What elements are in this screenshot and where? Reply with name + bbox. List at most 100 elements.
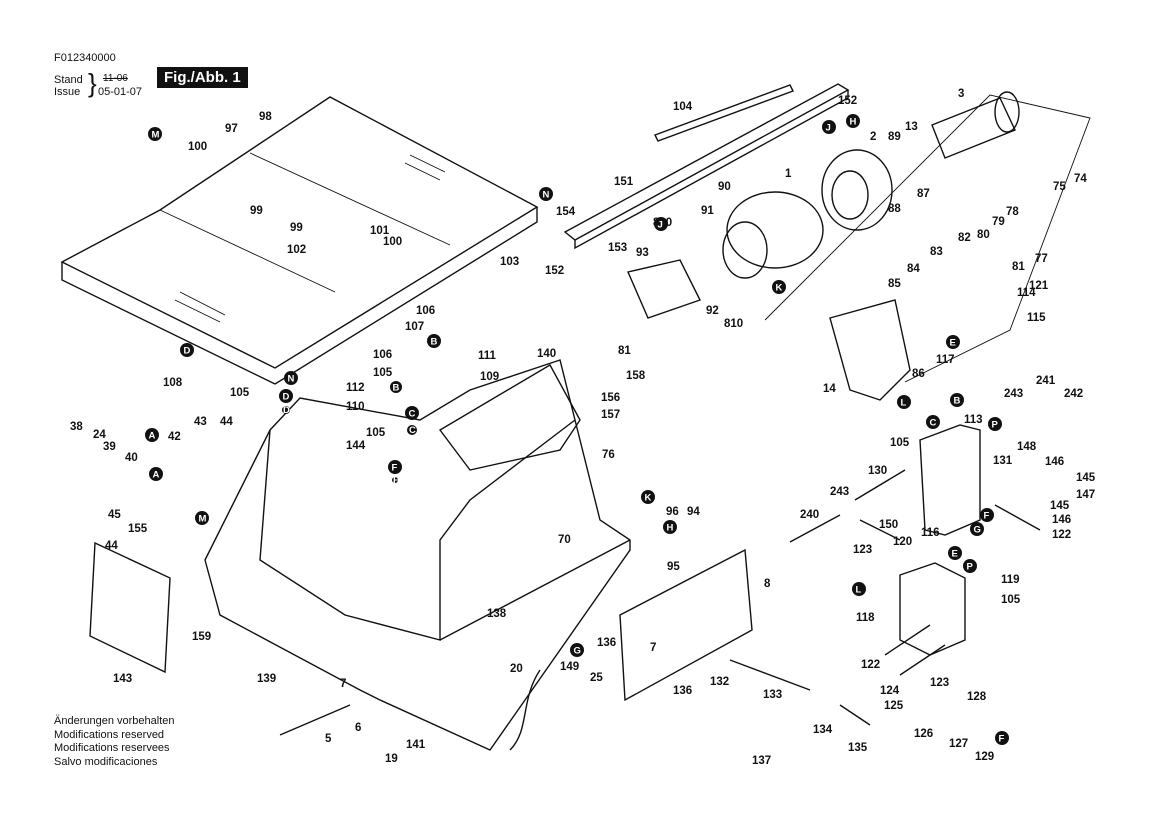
svg-text:122: 122 bbox=[861, 659, 880, 671]
svg-text:92: 92 bbox=[706, 305, 719, 317]
svg-text:123: 123 bbox=[930, 677, 949, 689]
svg-text:105: 105 bbox=[890, 437, 910, 449]
svg-text:116: 116 bbox=[921, 527, 940, 539]
svg-text:105: 105 bbox=[230, 387, 250, 399]
svg-text:104: 104 bbox=[673, 101, 693, 113]
svg-text:109: 109 bbox=[480, 371, 499, 383]
svg-text:97: 97 bbox=[225, 123, 238, 135]
marker-f-icon: F bbox=[995, 731, 1009, 745]
base-housing bbox=[204, 359, 631, 751]
document-number: F012340000 bbox=[54, 52, 116, 64]
svg-text:B: B bbox=[954, 396, 961, 407]
marker-c-icon: C bbox=[926, 415, 940, 429]
svg-text:3: 3 bbox=[958, 88, 964, 100]
svg-text:85: 85 bbox=[888, 278, 901, 290]
svg-text:114: 114 bbox=[1017, 287, 1036, 299]
svg-text:74: 74 bbox=[1074, 173, 1087, 185]
svg-text:F: F bbox=[984, 511, 990, 522]
side-panel-sticker bbox=[89, 541, 171, 674]
svg-text:D: D bbox=[283, 392, 290, 403]
svg-text:141: 141 bbox=[406, 739, 426, 751]
brace-icon: } bbox=[88, 68, 97, 98]
svg-text:126: 126 bbox=[914, 728, 933, 740]
figure-label: Fig./Abb. 1 bbox=[157, 67, 248, 88]
svg-text:150: 150 bbox=[879, 519, 898, 531]
svg-text:45: 45 bbox=[108, 509, 121, 521]
svg-text:86: 86 bbox=[912, 368, 925, 380]
svg-text:99: 99 bbox=[250, 205, 263, 217]
svg-text:103: 103 bbox=[500, 256, 519, 268]
svg-text:125: 125 bbox=[884, 700, 904, 712]
svg-text:B: B bbox=[431, 337, 438, 348]
svg-text:24: 24 bbox=[93, 429, 106, 441]
svg-text:127: 127 bbox=[949, 738, 968, 750]
svg-text:95: 95 bbox=[667, 561, 680, 573]
marker-j-icon: J bbox=[822, 120, 836, 134]
blade-guard bbox=[438, 364, 581, 471]
power-cord bbox=[279, 704, 351, 736]
svg-text:77: 77 bbox=[1035, 253, 1048, 265]
field-coil bbox=[821, 149, 893, 231]
svg-text:D: D bbox=[283, 405, 290, 416]
svg-text:82: 82 bbox=[958, 232, 971, 244]
motor-housing bbox=[726, 191, 824, 269]
svg-text:122: 122 bbox=[1052, 529, 1071, 541]
marker-h-icon: H bbox=[846, 114, 860, 128]
svg-text:152: 152 bbox=[838, 95, 857, 107]
svg-text:F: F bbox=[393, 475, 399, 486]
note-english: Modifications reserved bbox=[54, 728, 165, 741]
svg-text:241: 241 bbox=[1036, 375, 1056, 387]
issue-date: 05-01-07 bbox=[98, 86, 143, 98]
svg-text:115: 115 bbox=[1027, 312, 1046, 324]
svg-text:146: 146 bbox=[1052, 514, 1071, 526]
marker-b-icon: B bbox=[390, 381, 402, 394]
svg-text:84: 84 bbox=[907, 263, 920, 275]
svg-text:A: A bbox=[149, 431, 156, 442]
svg-text:2: 2 bbox=[870, 131, 876, 143]
marker-k-icon: K bbox=[772, 280, 786, 294]
svg-text:159: 159 bbox=[192, 631, 211, 643]
svg-text:136: 136 bbox=[597, 637, 616, 649]
marker-g-icon: G bbox=[970, 522, 984, 536]
svg-text:90: 90 bbox=[718, 181, 731, 193]
stand-label: Stand bbox=[54, 74, 83, 86]
svg-text:H: H bbox=[667, 523, 674, 534]
svg-text:139: 139 bbox=[257, 673, 276, 685]
svg-text:102: 102 bbox=[287, 244, 306, 256]
marker-f-icon: F bbox=[392, 475, 399, 486]
svg-text:79: 79 bbox=[992, 216, 1005, 228]
svg-text:148: 148 bbox=[1017, 441, 1037, 453]
svg-text:19: 19 bbox=[385, 753, 398, 765]
svg-text:146: 146 bbox=[1045, 456, 1064, 468]
svg-text:25: 25 bbox=[590, 672, 603, 684]
svg-text:99: 99 bbox=[290, 222, 303, 234]
svg-text:76: 76 bbox=[602, 449, 615, 461]
svg-text:130: 130 bbox=[868, 465, 887, 477]
svg-text:D: D bbox=[184, 346, 191, 357]
svg-text:137: 137 bbox=[752, 755, 771, 767]
svg-text:810: 810 bbox=[724, 318, 743, 330]
svg-text:105: 105 bbox=[373, 367, 393, 379]
svg-text:110: 110 bbox=[346, 401, 365, 413]
svg-text:113: 113 bbox=[964, 414, 983, 426]
svg-text:G: G bbox=[974, 525, 981, 536]
marker-p-icon: P bbox=[963, 559, 977, 573]
svg-text:129: 129 bbox=[975, 751, 994, 763]
svg-text:40: 40 bbox=[125, 452, 138, 464]
svg-text:145: 145 bbox=[1050, 500, 1070, 512]
marker-e-icon: E bbox=[948, 546, 962, 560]
svg-text:F: F bbox=[999, 734, 1005, 745]
svg-text:106: 106 bbox=[416, 305, 435, 317]
svg-text:5: 5 bbox=[325, 733, 332, 745]
svg-text:89: 89 bbox=[888, 131, 901, 143]
marker-p-icon: P bbox=[988, 417, 1002, 431]
note-german: Änderungen vorbehalten bbox=[54, 715, 175, 727]
svg-text:101: 101 bbox=[370, 225, 390, 237]
svg-text:96: 96 bbox=[666, 506, 679, 518]
brush-cover bbox=[627, 259, 701, 319]
svg-text:93: 93 bbox=[636, 247, 649, 259]
marker-k-icon: K bbox=[641, 490, 655, 504]
svg-text:M: M bbox=[199, 514, 207, 525]
svg-text:106: 106 bbox=[373, 349, 392, 361]
marker-a-icon: A bbox=[145, 428, 159, 442]
